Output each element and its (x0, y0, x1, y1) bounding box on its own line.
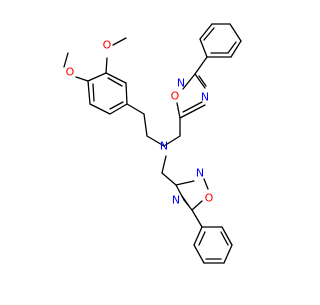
atom-label-o-methoxy-top: O (103, 39, 112, 52)
molecule-canvas: O O N O N N O N N (63, 23, 242, 264)
atom-label-ring1-n-bottom: N (201, 91, 209, 104)
atom-label-ring2-o: O (205, 192, 214, 205)
atom-labels: O O N O N N O N N (66, 39, 214, 207)
atom-label-o-methoxy-left: O (66, 66, 75, 79)
atom-label-ring1-n-top: N (177, 77, 185, 90)
atom-label-ring2-n-top: N (196, 167, 204, 180)
molecule-structure: O O N O N N O N N (63, 23, 242, 264)
atom-label-n-central: N (160, 140, 168, 153)
atom-label-ring1-o: O (171, 90, 180, 103)
bonds (63, 23, 242, 264)
atom-label-ring2-n-bottom: N (172, 194, 180, 207)
